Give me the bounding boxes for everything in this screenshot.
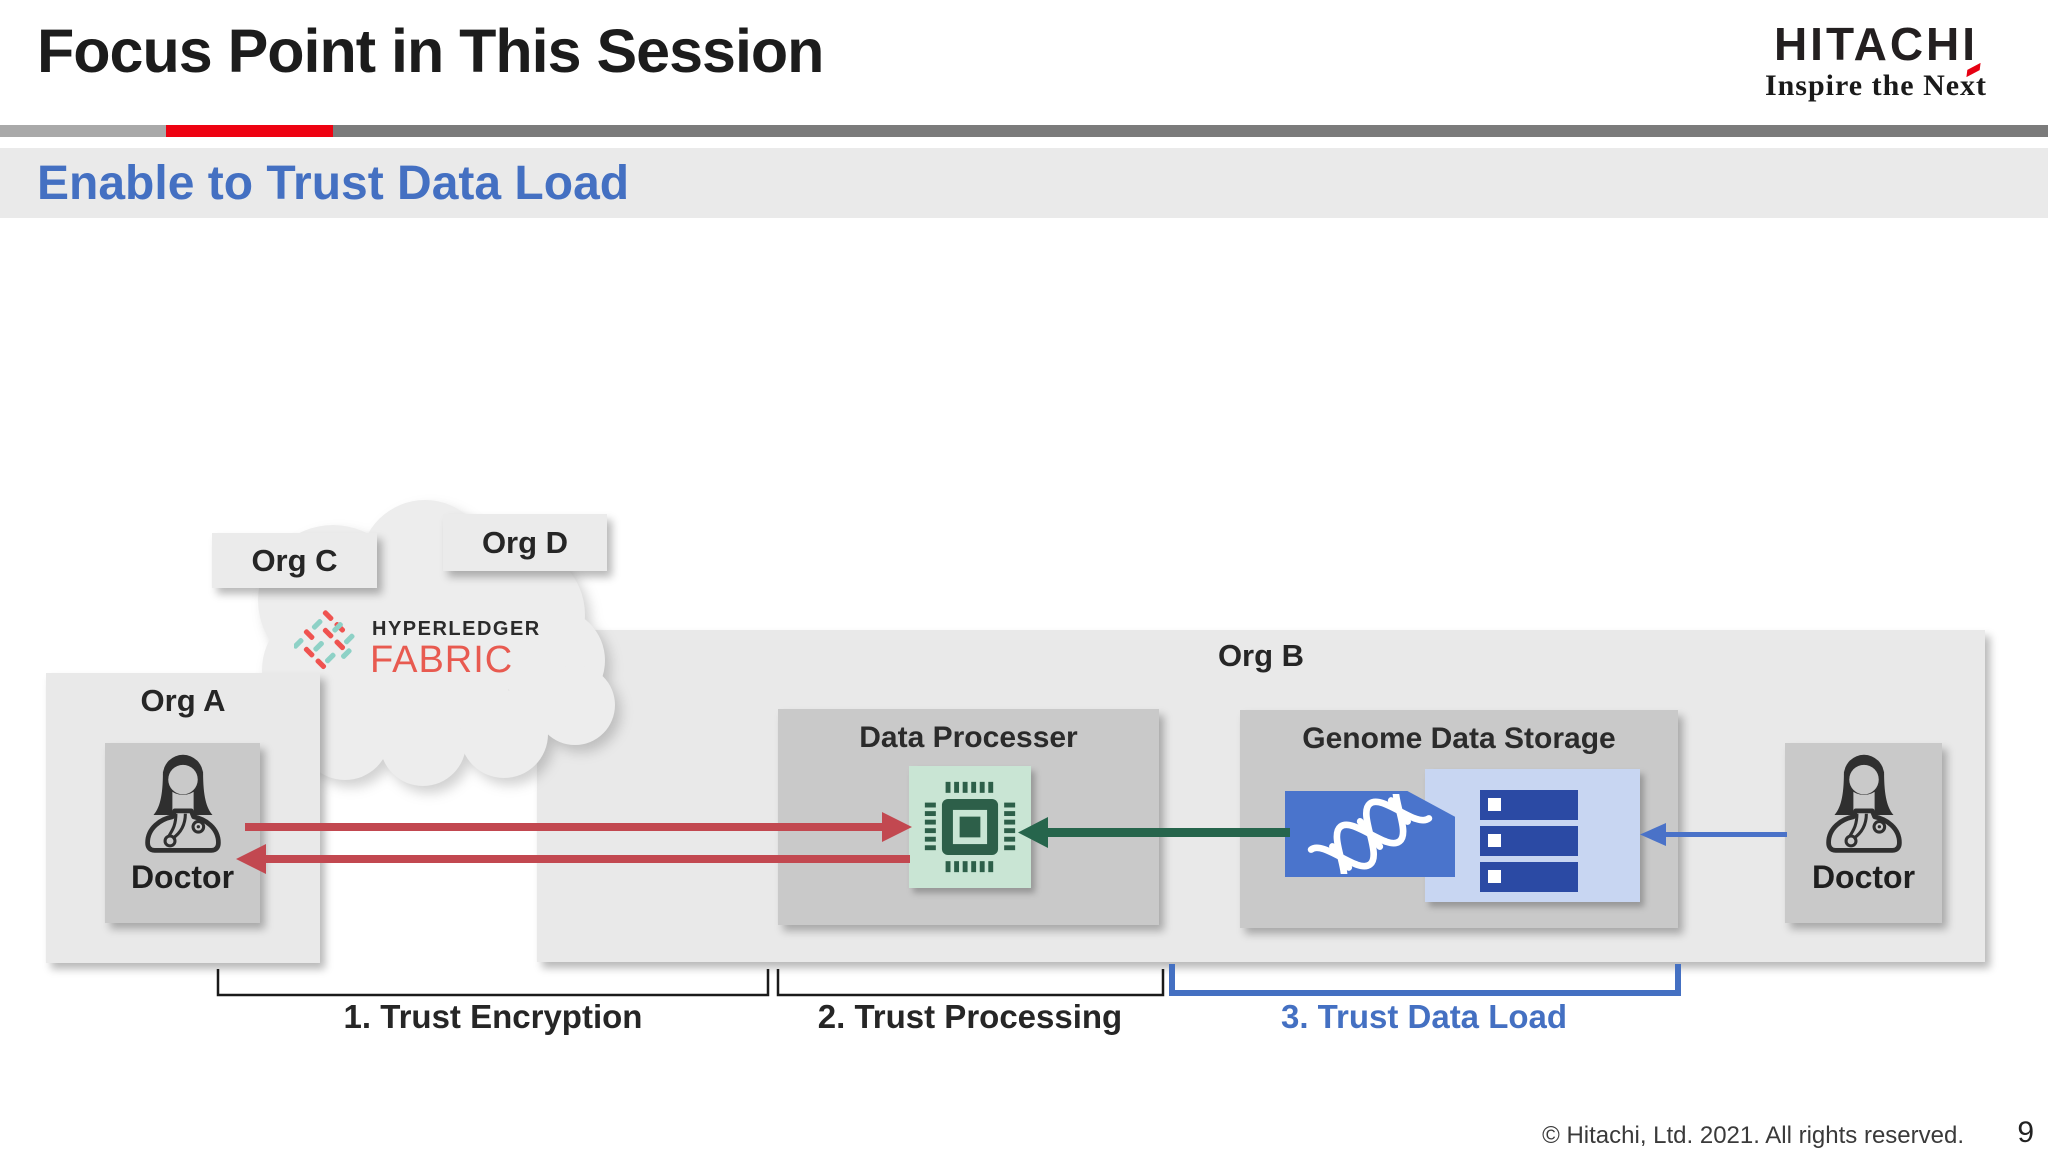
hitachi-tagline: Inspire the Next xyxy=(1764,69,1988,103)
org-a-label: Org A xyxy=(140,683,226,718)
genome-data-storage-title: Genome Data Storage xyxy=(1302,722,1616,755)
cpu-chip-tile xyxy=(909,766,1031,888)
doctor-card-right: Doctor xyxy=(1785,743,1942,923)
hitachi-logo: HITACHI Inspire the Next xyxy=(1738,20,2014,103)
bracket-trust-encryption xyxy=(216,969,770,997)
dna-data-tag xyxy=(1285,791,1455,877)
server-icon xyxy=(1480,862,1578,892)
doctor-icon xyxy=(1825,754,1902,853)
org-d-label: Org D xyxy=(481,524,569,560)
server-icon xyxy=(1480,790,1578,820)
org-c-label: Org C xyxy=(251,542,338,578)
server-led xyxy=(1488,870,1501,883)
divider-bar-red-segment xyxy=(166,125,333,137)
fabric-weave-icon xyxy=(294,610,355,670)
hyperledger-text: HYPERLEDGER xyxy=(372,618,541,640)
bracket-trust-data-load xyxy=(1169,964,1681,996)
server-led xyxy=(1488,798,1501,811)
step-2-label: 2. Trust Processing xyxy=(817,998,1123,1035)
org-c-box: Org C xyxy=(212,533,377,588)
divider-bar xyxy=(0,125,2048,137)
cloud-blob xyxy=(380,700,466,786)
server-led xyxy=(1488,834,1501,847)
page-title: Focus Point in This Session xyxy=(37,17,824,85)
storage-panel xyxy=(1425,769,1640,902)
org-b-label: Org B xyxy=(1217,638,1305,673)
server-icon xyxy=(1480,826,1578,856)
step-1-label: 1. Trust Encryption xyxy=(343,998,643,1035)
doctor-label-left: Doctor xyxy=(130,859,235,895)
copyright-text: © Hitachi, Ltd. 2021. All rights reserve… xyxy=(1542,1122,1964,1149)
fabric-text: FABRIC xyxy=(370,639,514,681)
doctor-label-right: Doctor xyxy=(1811,859,1916,895)
doctor-card-left: Doctor xyxy=(105,743,260,923)
step-3-label: 3. Trust Data Load xyxy=(1280,998,1568,1035)
org-d-box: Org D xyxy=(443,514,607,571)
divider-bar-dark-segment xyxy=(333,125,2048,137)
data-processer-box: Data Processer xyxy=(778,709,1159,925)
dna-icon xyxy=(1307,794,1433,874)
genome-data-storage-box: Genome Data Storage xyxy=(1240,710,1678,928)
hitachi-tagline-wrap: Inspire the Next xyxy=(1764,63,1988,103)
hitachi-wordmark: HITACHI xyxy=(1773,18,1979,70)
bracket-trust-processing xyxy=(776,969,1165,997)
cpu-chip-icon xyxy=(924,781,1016,873)
cloud-blob xyxy=(535,665,615,745)
divider-bar-light-segment xyxy=(0,125,166,137)
doctor-icon xyxy=(144,754,221,853)
fabric-logo: HYPERLEDGER FABRIC xyxy=(294,608,544,688)
subtitle-band: Enable to Trust Data Load xyxy=(0,148,2048,218)
subtitle-text: Enable to Trust Data Load xyxy=(37,157,630,210)
cloud-blob xyxy=(460,690,548,778)
data-processer-title: Data Processer xyxy=(859,721,1078,754)
page-number: 9 xyxy=(2017,1116,2034,1149)
